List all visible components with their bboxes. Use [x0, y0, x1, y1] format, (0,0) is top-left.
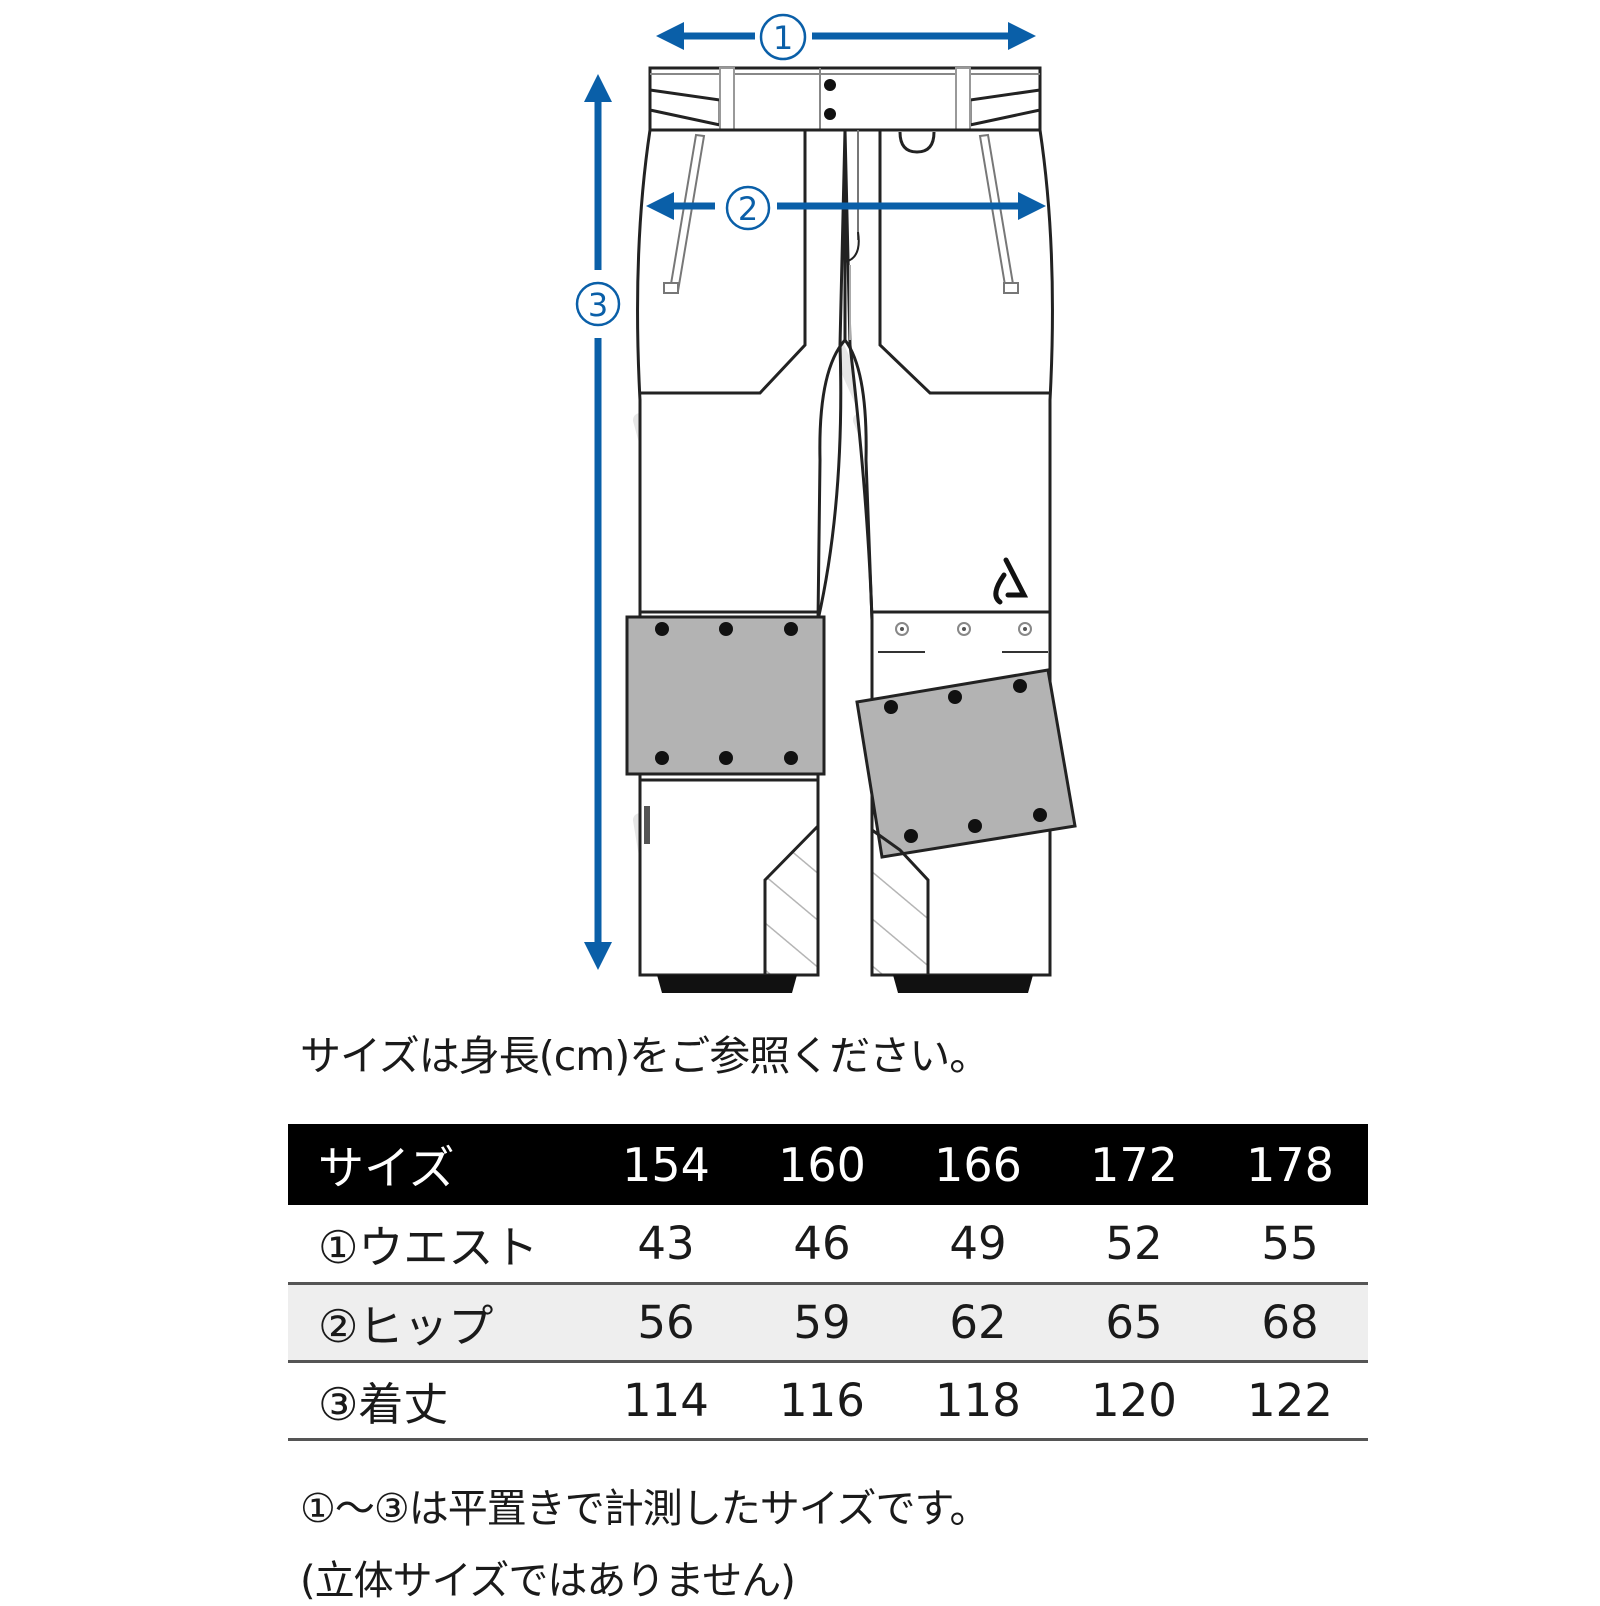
measurement-note: ①～③は平置きで計測したサイズです。: [300, 1486, 990, 1532]
table-cell: 59: [793, 1295, 851, 1349]
left-knee-patch: [625, 615, 826, 776]
table-cell: 43: [637, 1216, 695, 1270]
size-header-cell: 166: [934, 1137, 1022, 1192]
svg-text:1: 1: [773, 19, 793, 57]
table-cell: 52: [1105, 1216, 1163, 1270]
table-row-waist: ①ウエスト 43 46 49 52 55: [288, 1205, 1368, 1283]
measure-hip-arrow: 2: [646, 185, 1046, 231]
row-label: ③着丈: [318, 1377, 449, 1431]
size-table: サイズ 154 160 166 172 178 ①ウエスト 43 46 49 5…: [288, 1124, 1368, 1441]
table-row-length: ③着丈 114 116 118 120 122: [288, 1361, 1368, 1439]
row-label: ①ウエスト: [318, 1220, 539, 1274]
size-header-cell: 172: [1090, 1137, 1178, 1192]
measure-length-arrow: 3: [575, 74, 621, 970]
row-label: ②ヒップ: [318, 1299, 494, 1353]
pocket-zipper: [663, 133, 1019, 294]
pants-diagram: 1 2 3: [575, 13, 1077, 993]
d-ring-icon: [898, 131, 936, 154]
thigh-panels: [640, 130, 1050, 395]
table-cell: 56: [637, 1295, 695, 1349]
table-cell: 122: [1247, 1373, 1333, 1427]
left-cuff: [657, 975, 797, 993]
table-cell: 118: [935, 1373, 1021, 1427]
size-header-cell: 160: [778, 1137, 866, 1192]
table-cell: 46: [793, 1216, 851, 1270]
waistband: [648, 66, 1042, 132]
table-cell: 65: [1105, 1295, 1163, 1349]
size-header-row: サイズ 154 160 166 172 178: [288, 1124, 1368, 1205]
hem-hatch-panels: [763, 822, 930, 977]
right-snap-strip: [872, 610, 1050, 653]
table-row-hip: ②ヒップ 56 59 62 65 68: [288, 1283, 1368, 1361]
table-cell: 55: [1261, 1216, 1319, 1270]
brand-tag: [644, 806, 650, 844]
table-cell: 114: [623, 1373, 709, 1427]
brand-logo-icon: [993, 557, 1029, 605]
size-reference-caption: サイズは身長(cm)をご参照ください。: [300, 1032, 990, 1080]
table-cell: 116: [779, 1373, 865, 1427]
table-cell: 68: [1261, 1295, 1319, 1349]
size-header-label: サイズ: [318, 1140, 455, 1195]
svg-text:2: 2: [738, 190, 758, 228]
size-header-cell: 178: [1246, 1137, 1334, 1192]
table-cell: 120: [1091, 1373, 1177, 1427]
right-cuff: [893, 975, 1033, 993]
waist-button-icon: [824, 108, 836, 120]
svg-text:3: 3: [588, 286, 608, 324]
waist-button-icon: [824, 79, 836, 91]
table-cell: 62: [949, 1295, 1007, 1349]
right-knee-patch: [855, 668, 1077, 859]
table-cell: 49: [949, 1216, 1007, 1270]
measure-waist-arrow: 1: [656, 13, 1036, 61]
size-header-cell: 154: [622, 1137, 710, 1192]
measurement-disclaimer: (立体サイズではありません): [300, 1558, 796, 1604]
